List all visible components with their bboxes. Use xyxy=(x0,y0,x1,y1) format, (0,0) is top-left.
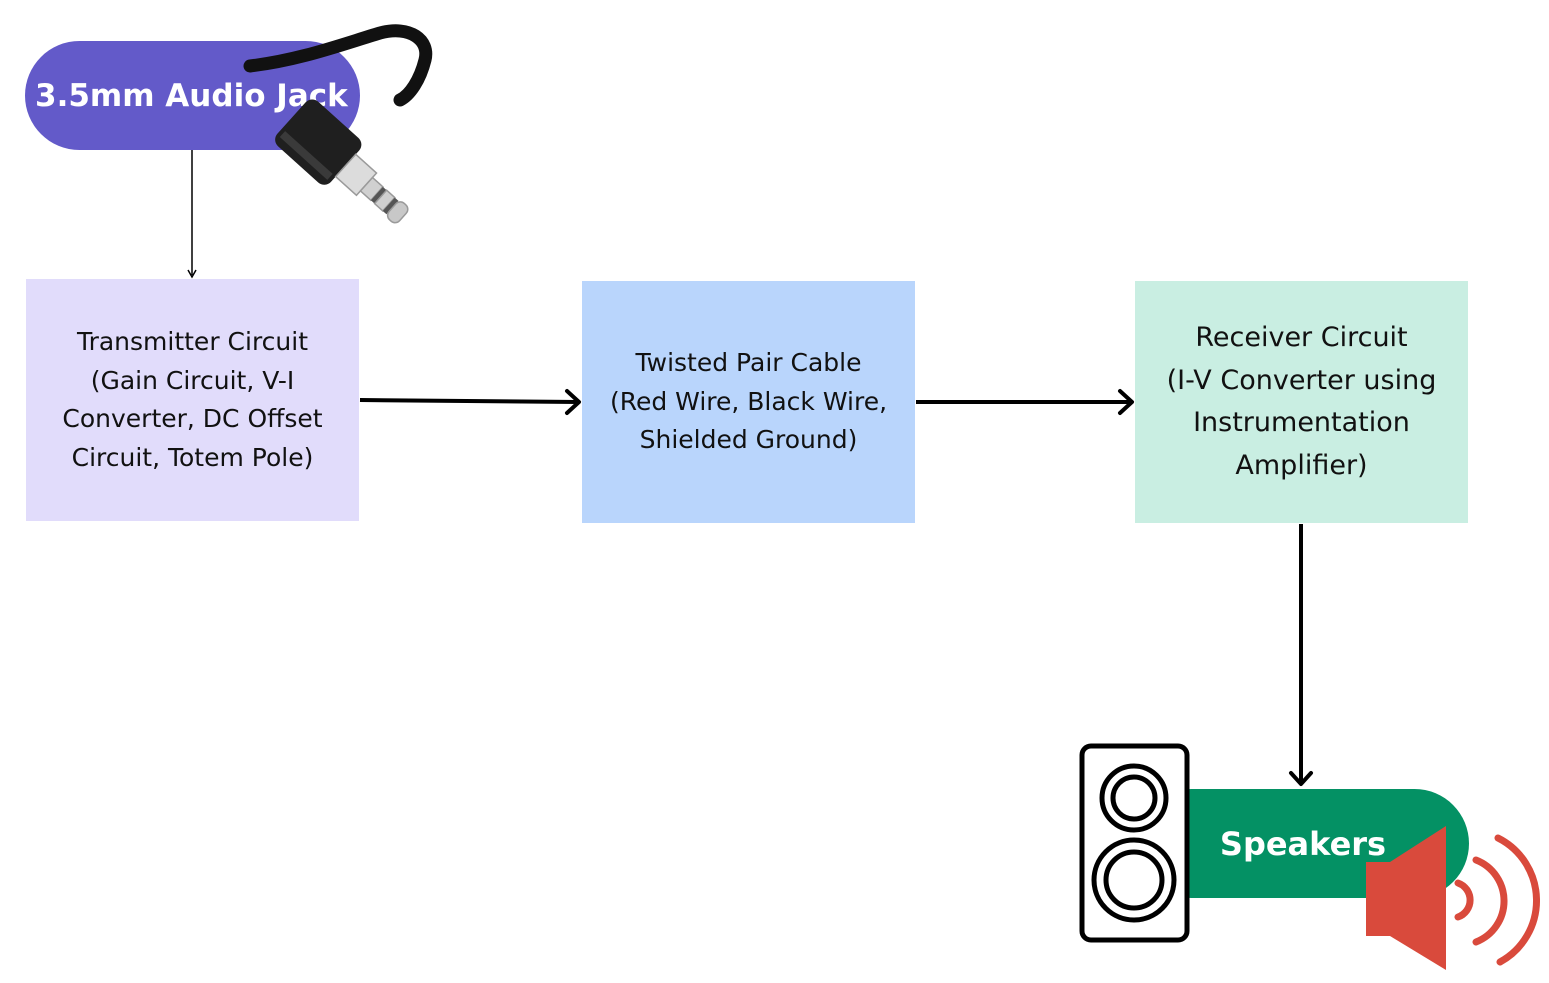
speaker-cabinet-icon xyxy=(1079,743,1190,943)
twisted-pair-cable-label: Twisted Pair Cable (Red Wire, Black Wire… xyxy=(609,348,888,455)
transmitter-circuit-label: Transmitter Circuit (Gain Circuit, V-I C… xyxy=(62,327,323,472)
audio-jack-label: 3.5mm Audio Jack xyxy=(35,77,348,114)
arrow-receiver-to-speakers xyxy=(1289,524,1313,786)
receiver-circuit-block: Receiver Circuit (I-V Converter using In… xyxy=(1135,281,1468,523)
transmitter-circuit-block: Transmitter Circuit (Gain Circuit, V-I C… xyxy=(26,279,359,521)
audio-jack-plug-icon xyxy=(243,24,433,224)
speakers-label: Speakers xyxy=(1219,824,1387,863)
receiver-circuit-label: Receiver Circuit (I-V Converter using In… xyxy=(1166,322,1437,481)
arrow-cable-to-receiver xyxy=(916,389,1134,415)
arrow-jack-to-transmitter xyxy=(187,150,197,279)
arrow-transmitter-to-cable xyxy=(359,389,581,415)
loudspeaker-sound-icon xyxy=(1366,826,1541,970)
twisted-pair-cable-block: Twisted Pair Cable (Red Wire, Black Wire… xyxy=(582,281,915,523)
